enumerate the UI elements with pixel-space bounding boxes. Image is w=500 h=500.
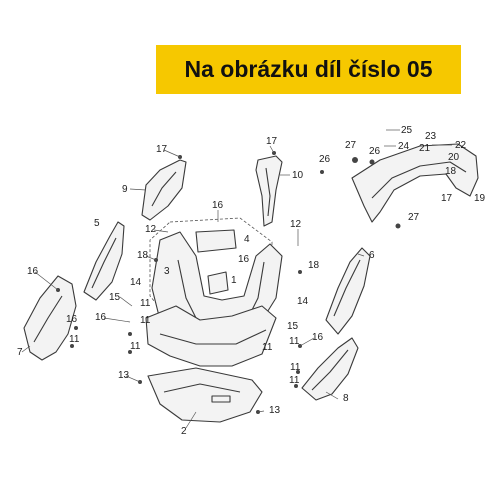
callout-c7: 7 [17, 347, 23, 358]
callout-c21: 21 [419, 143, 431, 154]
callout-c16f: 16 [312, 332, 324, 343]
callout-c14a: 14 [130, 277, 142, 288]
callout-c27b: 27 [408, 212, 420, 223]
callout-c17a: 17 [156, 144, 168, 155]
callout-c16e: 16 [66, 314, 78, 325]
callout-c13b: 13 [269, 405, 281, 416]
callout-c11f: 11 [130, 341, 141, 352]
callout-c14b: 14 [297, 296, 309, 307]
callout-c13a: 13 [118, 370, 130, 381]
callout-c2: 2 [181, 426, 187, 437]
callout-c18c: 18 [308, 260, 320, 271]
callout-c12b: 12 [290, 219, 302, 230]
callout-c1: 1 [231, 275, 237, 286]
callout-c11a: 11 [140, 298, 151, 309]
callout-c17b: 17 [266, 136, 278, 147]
callout-c11g: 11 [290, 362, 301, 373]
leader-lines [21, 129, 452, 429]
part-7-lower-cowl [23, 275, 77, 361]
callout-c11c: 11 [69, 334, 80, 345]
callout-c22: 22 [455, 140, 467, 151]
callout-c11b: 11 [140, 315, 151, 326]
part-6-right-panel [325, 247, 371, 335]
part-1-bracket [207, 271, 229, 295]
callout-c23: 23 [425, 131, 437, 142]
part-2-logo-plate [211, 395, 231, 403]
callout-c16b: 16 [238, 254, 250, 265]
part-4-battery-cover [195, 229, 237, 253]
callout-c6: 6 [369, 250, 375, 261]
callout-c18b: 18 [137, 250, 149, 261]
part-2-lower-cover [147, 367, 263, 423]
callout-c4: 4 [244, 234, 250, 245]
callout-c20: 20 [448, 152, 460, 163]
callout-c15a: 15 [109, 292, 121, 303]
callout-c9: 9 [122, 184, 128, 195]
callout-c26a: 26 [319, 154, 331, 165]
callout-c15b: 15 [287, 321, 299, 332]
part-number-banner: Na obrázku díl číslo 05 [156, 45, 461, 94]
part-9-inner-cover [141, 159, 187, 221]
callout-c26b: 26 [369, 146, 381, 157]
callout-c24: 24 [398, 141, 410, 152]
callout-c18a: 18 [445, 166, 457, 177]
callout-c11e: 11 [262, 342, 273, 353]
callout-c11d: 11 [289, 336, 300, 347]
callout-c16c: 16 [27, 266, 39, 277]
callout-c17c: 17 [441, 193, 453, 204]
part-8-lower-right-cowl [301, 337, 359, 401]
callout-c16a: 16 [212, 200, 224, 211]
callout-c3: 3 [164, 266, 170, 277]
callout-c25: 25 [401, 125, 413, 136]
callout-c19: 19 [474, 193, 486, 204]
callout-c10: 10 [292, 170, 304, 181]
part-12-floor-plate [145, 305, 277, 367]
banner-text: Na obrázku díl číslo 05 [184, 56, 433, 82]
callout-c11h: 11 [289, 375, 300, 386]
callout-c8: 8 [343, 393, 349, 404]
callout-c27a: 27 [345, 140, 357, 151]
callout-c16d: 16 [95, 312, 107, 323]
callout-c5: 5 [94, 218, 100, 229]
fasteners [56, 151, 401, 414]
callout-c12a: 12 [145, 224, 157, 235]
